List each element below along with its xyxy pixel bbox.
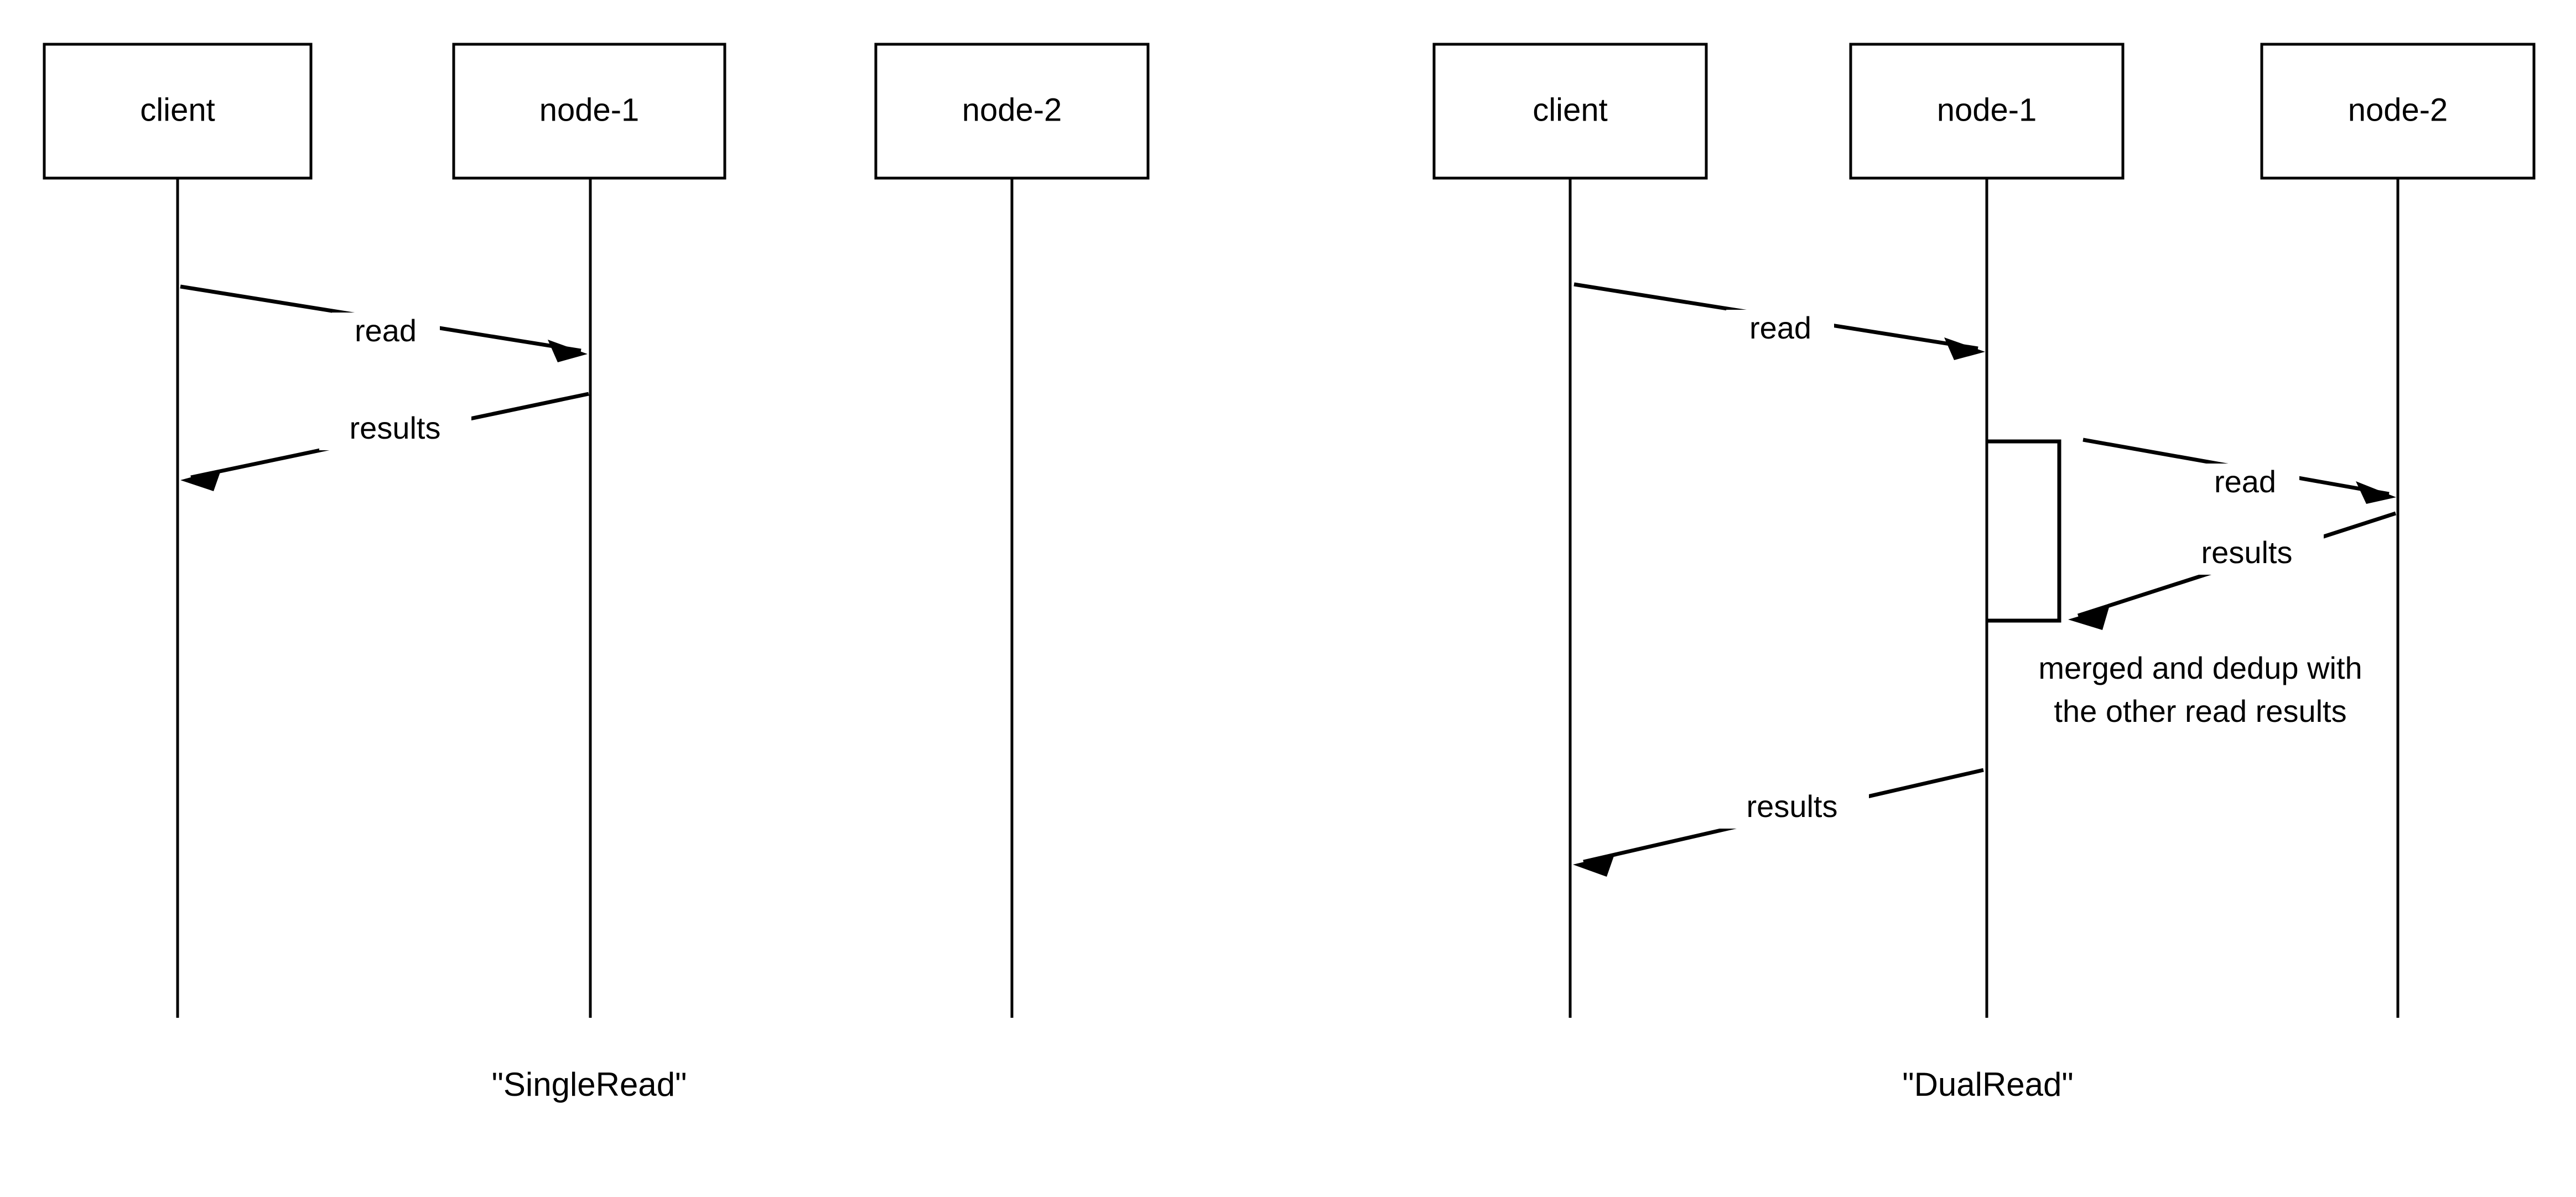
arrow-head-icon [548,340,588,362]
participant-box [1432,43,1708,180]
message-read-client-to-node1-left[interactable]: read [180,284,588,362]
message-read-client-to-node1-right[interactable]: read [1573,282,1985,360]
participant-label: client [1533,92,1607,128]
activation-bar-node-1 [1987,439,2061,623]
message-label: read [2214,464,2276,499]
message-label-backdrop [1726,310,1834,350]
message-results-node1-to-client-right[interactable]: results [1573,768,1984,877]
message-read-node1-to-node2-right[interactable]: read [2082,438,2396,504]
participant-client-right[interactable]: client [1432,43,1708,180]
diagram-caption-single-read: "SingleRead" [492,1066,687,1103]
message-label: read [355,313,417,348]
message-label: results [2201,535,2293,570]
arrow-head-icon [2356,481,2396,504]
participant-node-1-left[interactable]: node-1 [452,43,726,180]
participant-label: client [140,92,215,128]
message-results-node1-to-client-left[interactable]: results [180,392,589,491]
participant-node-2-right[interactable]: node-2 [2260,43,2536,180]
message-label-backdrop [332,313,440,352]
participant-node-2-left[interactable]: node-2 [874,43,1150,180]
participant-label: node-1 [1937,92,2037,128]
arrow-head-icon [1573,855,1614,877]
message-label-backdrop [319,409,471,450]
message-label: results [350,410,441,445]
diagram-single-read: client node-1 node-2 read [43,43,1150,1103]
message-label-backdrop [2170,534,2324,575]
note-line-1: merged and dedup with [2038,650,2362,685]
note-merged-dedup: merged and dedup with the other read res… [2038,650,2362,728]
message-label: results [1747,789,1838,824]
participant-box [452,43,726,180]
participant-label: node-2 [2348,92,2448,128]
participant-node-1-right[interactable]: node-1 [1849,43,2125,180]
message-results-node2-to-node1-right[interactable]: results [2068,511,2397,630]
diagram-dual-read: client node-1 node-2 read [1432,43,2536,1103]
note-line-2: the other read results [2054,694,2346,728]
message-label-backdrop [2191,464,2299,503]
participant-label: node-1 [539,92,640,128]
participant-client-left[interactable]: client [43,43,313,180]
participant-box [43,43,313,180]
arrow-head-icon [2068,607,2109,630]
arrow-head-icon [180,469,221,491]
participant-label: node-2 [962,92,1062,128]
message-label: read [1749,310,1811,345]
arrow-head-icon [1944,337,1985,360]
diagram-caption-dual-read: "DualRead" [1902,1066,2073,1103]
message-label-backdrop [1715,788,1869,829]
participant-box [874,43,1150,180]
